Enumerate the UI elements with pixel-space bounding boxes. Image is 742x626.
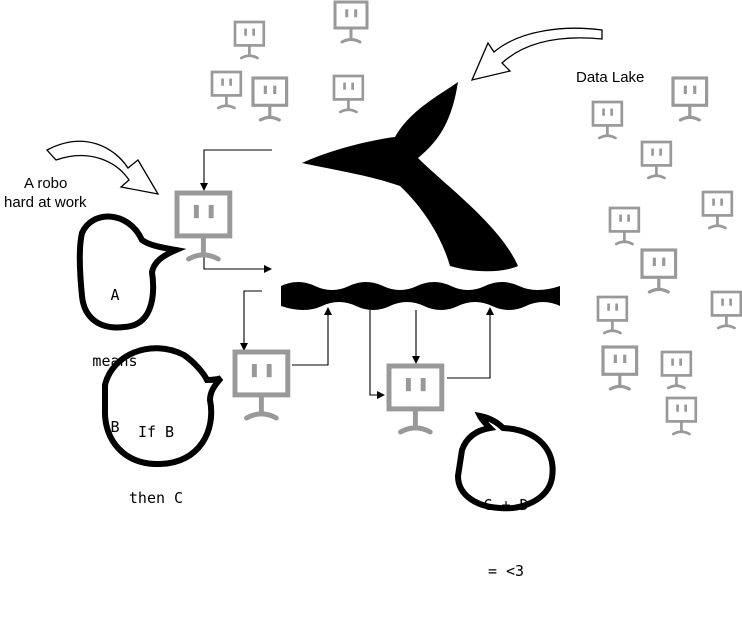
diagram-canvas: Data Lake A robo hard at work A means B …	[4, 0, 742, 580]
flow-arrow	[200, 149, 272, 191]
whale-tail	[302, 82, 518, 272]
speech-bubble	[101, 345, 224, 468]
bubble-line: B	[110, 418, 120, 436]
flow-arrow	[240, 290, 262, 351]
bubble-line: If B	[137, 423, 175, 441]
robot-icon	[596, 295, 629, 335]
robot-icon	[210, 70, 243, 110]
bubble-line: A	[110, 286, 120, 304]
robot-icon	[233, 20, 266, 60]
robot-icon	[232, 349, 291, 421]
robot-icon	[608, 206, 641, 246]
bubble-line: means	[92, 352, 138, 370]
robot-icon	[332, 74, 365, 114]
speech-bubble	[76, 213, 187, 331]
robot-icon	[671, 76, 709, 122]
bubble-text-3: C + D = <3	[460, 450, 552, 626]
bubble-line: then C	[128, 489, 184, 507]
robots-layer	[174, 0, 742, 436]
robot-icon	[701, 190, 734, 230]
flow-arrow	[292, 307, 332, 366]
robot-icon	[660, 350, 693, 390]
robot-icon	[251, 76, 289, 122]
robot-icon	[386, 363, 445, 435]
robot-icon	[333, 0, 369, 44]
robot-icon	[601, 345, 639, 391]
bubble-line: C + D	[483, 496, 529, 514]
bubble-text-2: If B then C	[108, 377, 204, 553]
robot-icon	[591, 100, 624, 140]
robot-icon	[665, 396, 698, 436]
robo-label-line2: hard at work	[4, 194, 87, 211]
robot-icon	[640, 140, 673, 180]
connectors	[200, 149, 494, 399]
robot-icon	[710, 290, 742, 330]
speech-bubble	[454, 411, 556, 512]
diagram-svg	[45, 0, 742, 512]
bubble-line: = <3	[487, 562, 525, 580]
flow-arrow	[203, 252, 272, 273]
robo-arrow-icon	[45, 140, 160, 195]
flow-arrow	[447, 307, 494, 379]
bubble-text-1: A means B	[78, 240, 152, 482]
robo-label-line1: A robo	[24, 175, 68, 192]
water-wave	[281, 282, 560, 310]
robot-icon	[640, 248, 678, 294]
data-lake-label: Data Lake	[576, 69, 645, 86]
data-lake-arrow-icon	[470, 27, 603, 81]
robot-icon	[174, 190, 233, 262]
flow-arrow	[369, 310, 385, 399]
